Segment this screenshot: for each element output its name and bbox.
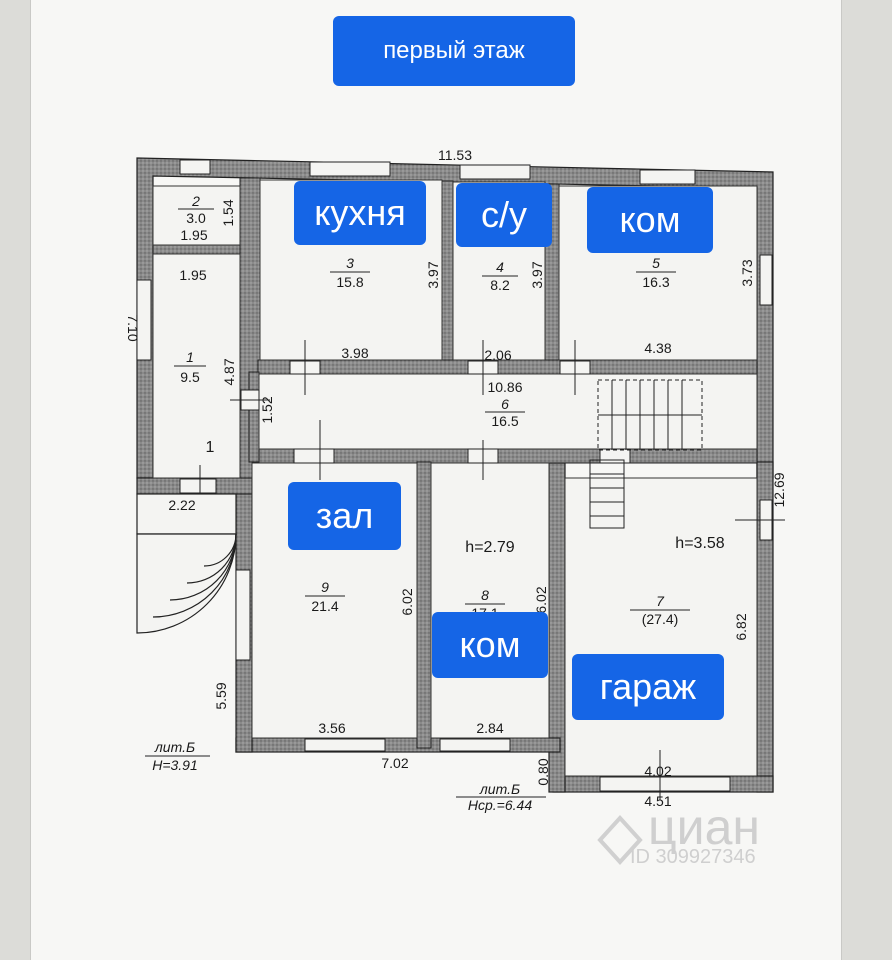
dim-corridor-length: 10.86 <box>487 379 522 395</box>
room-3-area: 15.8 <box>336 274 363 290</box>
room-2-area: 3.0 <box>186 210 206 226</box>
cian-logo-icon <box>597 815 643 865</box>
label-hall: зал <box>288 482 401 550</box>
note-h-1: H=3.91 <box>152 757 198 773</box>
height-garage: h=3.58 <box>675 535 724 552</box>
dim-r5-height: 3.73 <box>739 259 755 286</box>
dim-left-lower: 5.59 <box>213 682 229 709</box>
room-5-area: 16.3 <box>642 274 669 290</box>
dim-r9-width: 3.56 <box>318 720 345 736</box>
dim-r5-width: 4.38 <box>644 340 671 356</box>
room-4-area: 8.2 <box>490 277 510 293</box>
dim-r3-height: 3.97 <box>425 261 441 288</box>
page-title: первый этаж <box>333 16 575 86</box>
dim-overall-depth: 12.69 <box>771 472 787 507</box>
label-kitchen: кухня <box>294 181 426 245</box>
label-garage: гараж <box>572 654 724 720</box>
dim-r7-height: 6.82 <box>733 613 749 640</box>
watermark-id: ID 309927346 <box>630 846 756 868</box>
porch-steps <box>136 493 237 634</box>
height-main: h=2.79 <box>465 539 514 556</box>
dim-left-depth: 7.10 <box>125 314 141 341</box>
dim-r8-height: 6.02 <box>533 586 549 613</box>
room-2-number: 2 <box>191 193 200 209</box>
staircase <box>589 379 703 529</box>
note-lit-2: лит.Б <box>479 781 520 797</box>
dim-r1-height: 4.87 <box>221 358 237 385</box>
label-room-s: ком <box>432 612 548 678</box>
windows <box>136 159 773 792</box>
room-4-number: 4 <box>496 259 504 275</box>
dim-r3-width: 3.98 <box>341 345 368 361</box>
dim-r2-height: 1.54 <box>220 199 236 226</box>
dim-r9-height: 6.02 <box>399 588 415 615</box>
room-9-number: 9 <box>321 579 329 595</box>
label-room-ne: ком <box>587 187 713 253</box>
dim-garage-outer: 4.51 <box>644 793 671 809</box>
room-6-number: 6 <box>501 396 509 412</box>
room-1-number: 1 <box>186 349 194 365</box>
note-h-2: Hср.=6.44 <box>468 797 532 813</box>
label-bathroom: с/у <box>456 183 552 247</box>
dim-corridor-width: 1.52 <box>259 396 275 423</box>
room-3-number: 3 <box>346 255 354 271</box>
room-1-area: 9.5 <box>180 369 200 385</box>
note-lit-1: лит.Б <box>154 739 195 755</box>
watermark-brand: циан <box>648 799 760 855</box>
dim-r2-width: 1.95 <box>180 227 207 243</box>
dim-r7-width: 4.02 <box>644 763 671 779</box>
dim-r4-width: 2.06 <box>484 347 511 363</box>
dim-porch-width: 2.22 <box>168 497 195 513</box>
room-9-area: 21.4 <box>311 598 338 614</box>
dim-overall-width: 11.53 <box>438 147 472 163</box>
room-8-number: 8 <box>481 587 489 603</box>
dim-r4-height: 3.97 <box>529 261 545 288</box>
dim-r1-width: 1.95 <box>179 267 206 283</box>
stair-mark: 1 <box>206 439 215 456</box>
dim-bottom-width: 7.02 <box>381 755 408 771</box>
room-7-number: 7 <box>656 593 665 609</box>
room-7-area: (27.4) <box>642 611 679 627</box>
room-6-area: 16.5 <box>491 413 518 429</box>
dim-step: 0.80 <box>535 758 551 785</box>
dim-r8-width: 2.84 <box>476 720 503 736</box>
room-5-number: 5 <box>652 255 660 271</box>
